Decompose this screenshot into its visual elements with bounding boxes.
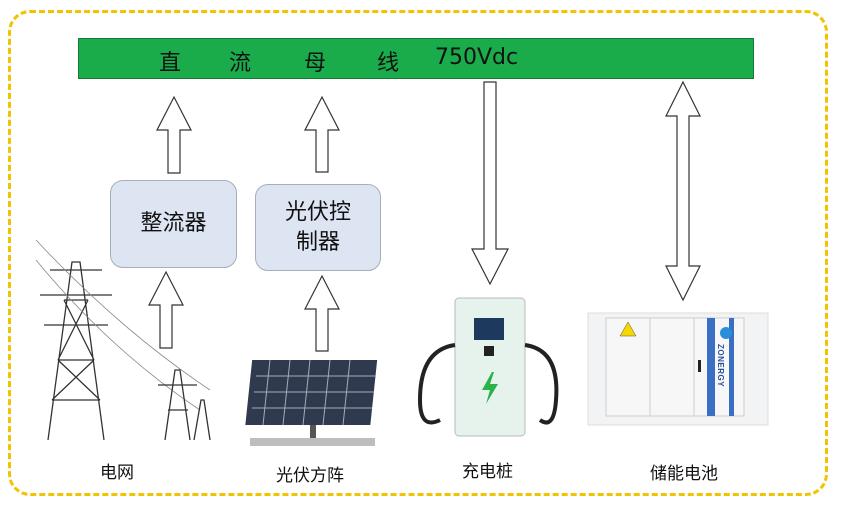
dc-bus-bar: 直 流 母 线 750Vdc xyxy=(78,38,754,79)
pv-controller-label-line2: 制器 xyxy=(295,229,340,255)
charging-pile-image xyxy=(417,297,559,437)
battery-brand-text: ZONERGY xyxy=(716,344,725,388)
double-arrow-bus-storage xyxy=(665,80,701,302)
charger-label: 充电桩 xyxy=(462,462,513,482)
up-arrow-rectifier-to-bus xyxy=(156,95,192,174)
solar-panel-image xyxy=(245,359,378,446)
bus-char: 母 xyxy=(304,51,327,76)
down-arrow-bus-to-charger xyxy=(471,81,509,286)
power-tower-image xyxy=(35,239,211,441)
pv-controller-label-line1: 光伏控 xyxy=(284,199,351,225)
storage-label: 储能电池 xyxy=(650,464,718,484)
up-arrow-controller-to-bus xyxy=(304,95,340,173)
battery-cabinet-image xyxy=(587,312,769,426)
bus-char: 流 xyxy=(229,51,252,76)
rectifier-label: 整流器 xyxy=(140,211,207,236)
bus-char: 直 xyxy=(159,51,182,76)
pv-array-label: 光伏方阵 xyxy=(276,466,344,486)
dashed-frame xyxy=(8,10,828,496)
rectifier-box: 整流器 xyxy=(110,180,237,268)
up-arrow-pv-to-controller xyxy=(304,274,340,352)
grid-label: 电网 xyxy=(100,463,134,483)
bus-char: 线 xyxy=(377,51,400,76)
up-arrow-grid-to-rectifier xyxy=(148,270,184,349)
pv-controller-box: 光伏控 制器 xyxy=(255,184,381,271)
bus-voltage: 750Vdc xyxy=(435,45,519,70)
